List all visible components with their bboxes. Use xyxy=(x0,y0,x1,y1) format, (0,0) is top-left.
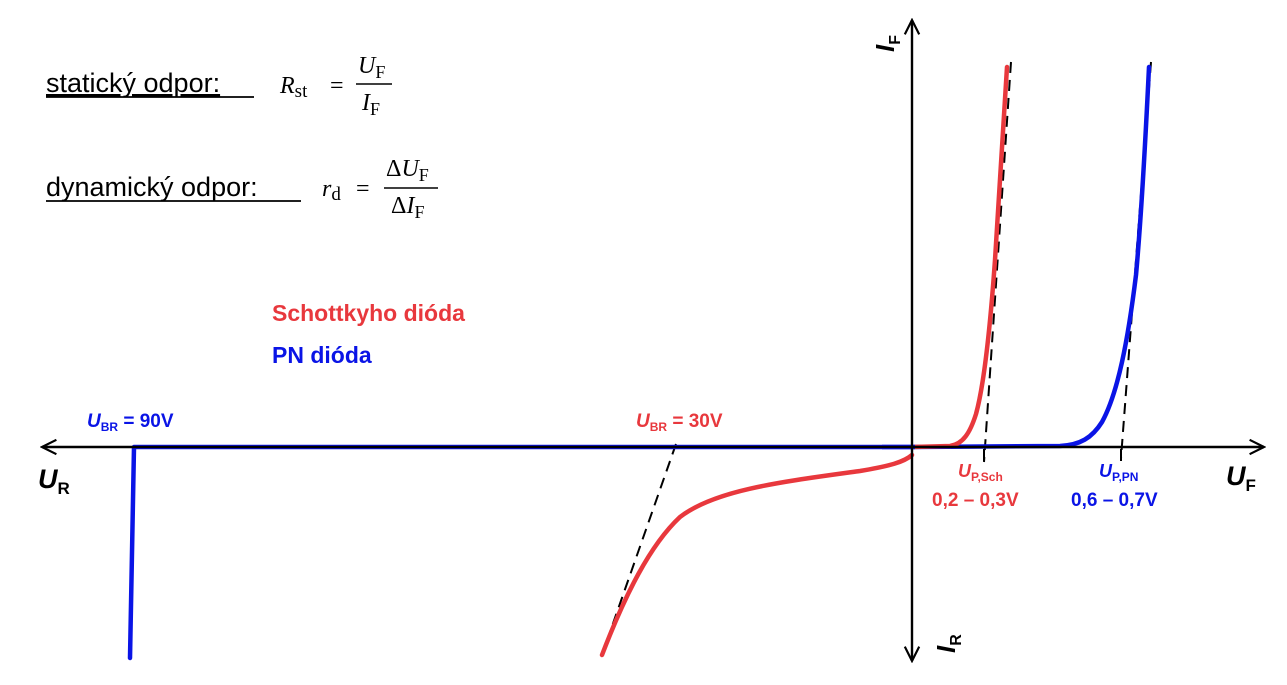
schottky-curve xyxy=(599,64,1010,658)
dynamic-den-var: I xyxy=(405,193,415,219)
axis-label-if-var: I xyxy=(870,44,900,52)
svg-text:IR: IR xyxy=(931,634,965,653)
schottky-threshold-sub: P,Sch xyxy=(971,470,1003,484)
svg-text:UF: UF xyxy=(1226,461,1256,495)
schottky-breakdown-value: = 30V xyxy=(667,411,723,432)
pn-threshold-sub: P,PN xyxy=(1112,470,1138,484)
dynamic-symbol: r xyxy=(322,176,332,202)
schottky-forward-branch xyxy=(909,64,1010,450)
legend-pn: PN dióda xyxy=(272,342,372,368)
axis-label-uf-var: U xyxy=(1226,461,1247,491)
svg-text:UBR = 90V: UBR = 90V xyxy=(87,411,174,434)
schottky-breakdown-var: U xyxy=(636,411,651,432)
schottky-reverse-branch xyxy=(599,452,915,658)
svg-text:IF: IF xyxy=(361,90,380,119)
legend-schottky: Schottkyho dióda xyxy=(272,300,465,326)
svg-text:UF: UF xyxy=(358,53,385,82)
static-resistance-label: statický odpor: xyxy=(46,68,220,98)
svg-text:ΔIF: ΔIF xyxy=(391,193,424,222)
dynamic-num-sub: F xyxy=(419,165,429,185)
schottky-threshold-range: 0,2 – 0,3V xyxy=(932,490,1019,511)
svg-text:UP,PN: UP,PN xyxy=(1099,461,1138,484)
dynamic-equals: = xyxy=(356,176,370,202)
axis-label-if-sub: F xyxy=(887,35,904,45)
static-den-var: I xyxy=(361,90,371,116)
pn-threshold-range: 0,6 – 0,7V xyxy=(1071,490,1158,511)
static-symbol-sub: st xyxy=(295,81,308,102)
dynamic-num-var: U xyxy=(401,156,420,182)
dynamic-resistance-formula: dynamický odpor: rd = ΔUF ΔIF xyxy=(46,156,438,222)
static-num-var: U xyxy=(358,53,377,79)
axis-label-ir-sub: R xyxy=(948,634,965,646)
axis-label-ir-var: I xyxy=(931,645,961,653)
svg-text:UBR = 30V: UBR = 30V xyxy=(636,411,723,434)
axis-label-uf-sub: F xyxy=(1246,476,1256,495)
tangent-schottky-forward xyxy=(983,61,1012,463)
tangent-lines xyxy=(602,61,1152,653)
dynamic-symbol-sub: d xyxy=(331,184,341,205)
svg-text:Rst: Rst xyxy=(279,73,308,102)
svg-text:rd: rd xyxy=(322,176,341,205)
svg-text:IF: IF xyxy=(870,35,904,52)
axis-label-ur-var: U xyxy=(38,464,59,494)
schottky-breakdown-sub: BR xyxy=(650,420,668,434)
static-resistance-formula: statický odpor: Rst = UF IF xyxy=(46,53,392,119)
svg-text:ΔUF: ΔUF xyxy=(386,156,429,185)
schottky-threshold-var: U xyxy=(958,461,972,481)
pn-breakdown-var: U xyxy=(87,411,102,432)
static-symbol: R xyxy=(279,73,295,99)
dynamic-den-delta: Δ xyxy=(391,193,406,219)
pn-breakdown-value: = 90V xyxy=(118,411,174,432)
axis-label-ur-sub: R xyxy=(58,479,70,498)
dynamic-resistance-label: dynamický odpor: xyxy=(46,172,258,202)
static-equals: = xyxy=(330,73,344,99)
svg-text:UR: UR xyxy=(38,464,70,498)
dynamic-num-delta: Δ xyxy=(386,156,401,182)
static-den-sub: F xyxy=(370,99,380,119)
pn-threshold-var: U xyxy=(1099,461,1113,481)
pn-breakdown-sub: BR xyxy=(101,420,119,434)
pn-forward-branch xyxy=(909,64,1152,450)
dynamic-den-sub: F xyxy=(414,202,424,222)
static-num-sub: F xyxy=(375,62,385,82)
svg-text:UP,Sch: UP,Sch xyxy=(958,461,1003,484)
